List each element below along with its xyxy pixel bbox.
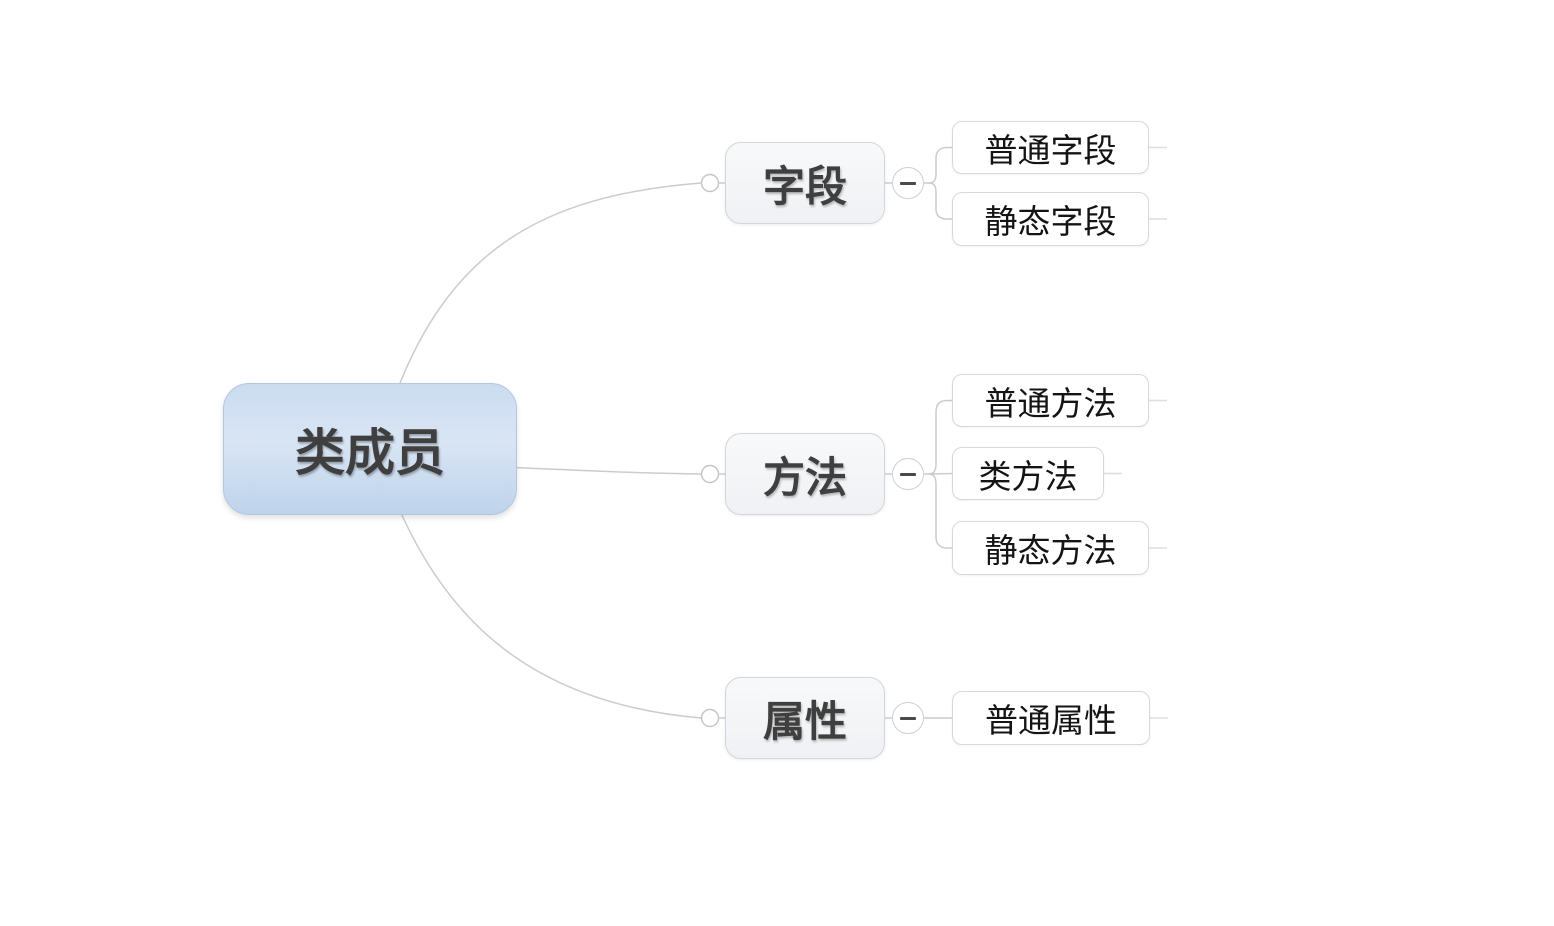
subtopic-common-method[interactable]: 普通方法 <box>952 374 1149 427</box>
collapse-button-fields[interactable] <box>892 167 924 199</box>
branch-topic-label: 属性 <box>762 697 847 745</box>
subtopic-label: 类方法 <box>978 457 1078 495</box>
branch-anchor-circle-methods <box>700 464 720 484</box>
minus-icon <box>900 181 916 185</box>
branch-topic-label: 方法 <box>762 453 847 501</box>
branch-topic-methods[interactable]: 方法 <box>725 433 885 515</box>
subtopic-common-field[interactable]: 普通字段 <box>952 121 1149 174</box>
subtopic-label: 普通方法 <box>984 384 1117 422</box>
subtopic-label: 普通属性 <box>985 702 1117 739</box>
subtopic-label: 静态字段 <box>984 203 1117 240</box>
curve-root-to-properties <box>384 472 702 719</box>
subtopic-label: 普通字段 <box>984 131 1117 169</box>
branch-topic-properties[interactable]: 属性 <box>725 677 885 759</box>
curve-root-to-fields <box>384 182 702 426</box>
root-topic-class-members[interactable]: 类成员 <box>223 383 517 515</box>
subtopic-common-property[interactable]: 普通属性 <box>952 691 1150 745</box>
branch-anchor-circle-fields <box>700 173 720 193</box>
collapse-button-methods[interactable] <box>892 458 924 490</box>
subtopic-label: 静态方法 <box>984 532 1117 569</box>
subtopic-class-method[interactable]: 类方法 <box>952 447 1104 500</box>
branch-anchor-circle-properties <box>700 708 720 728</box>
branch-topic-label: 字段 <box>762 162 847 210</box>
minus-icon <box>900 472 916 476</box>
root-topic-label: 类成员 <box>295 425 445 481</box>
branch-topic-fields[interactable]: 字段 <box>725 142 885 224</box>
subtopic-static-field[interactable]: 静态字段 <box>952 192 1149 246</box>
subtopic-static-method[interactable]: 静态方法 <box>952 521 1149 575</box>
collapse-button-properties[interactable] <box>892 702 924 734</box>
minus-icon <box>900 716 916 720</box>
